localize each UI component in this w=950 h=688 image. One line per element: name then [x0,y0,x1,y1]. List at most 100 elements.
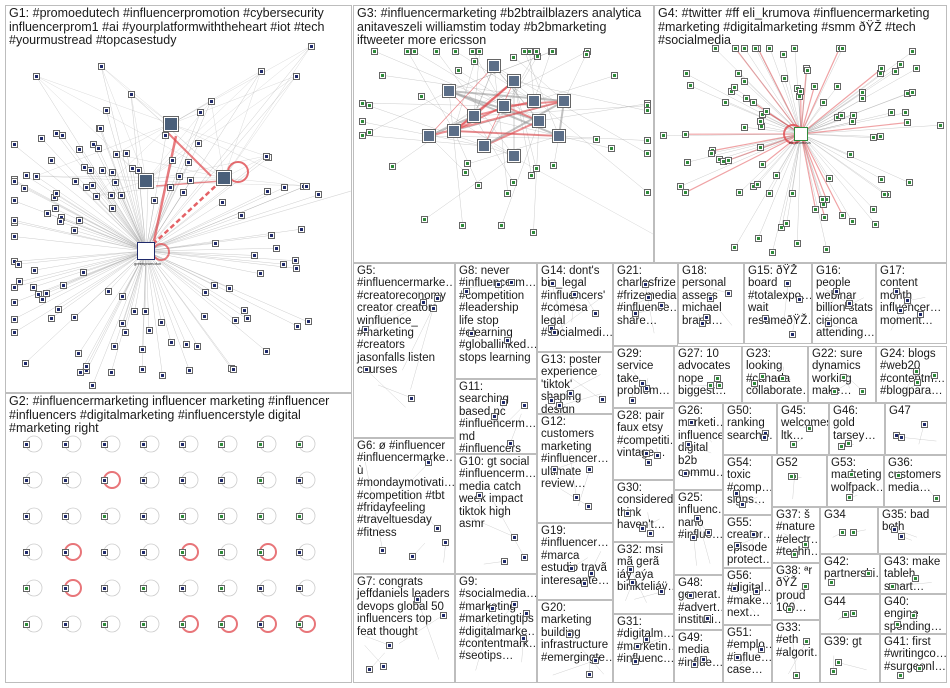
network-node[interactable] [582,50,590,58]
network-node[interactable] [732,44,740,52]
network-node[interactable] [788,190,796,198]
network-node[interactable] [60,281,68,289]
network-node[interactable] [550,328,558,336]
network-node[interactable] [211,239,219,247]
network-node[interactable] [761,433,769,441]
network-node[interactable] [442,539,450,547]
network-node[interactable] [129,164,137,172]
network-node[interactable] [100,476,108,484]
network-node[interactable] [780,75,788,83]
hub-node[interactable] [138,173,154,189]
network-node[interactable] [573,494,581,502]
network-node[interactable] [365,102,373,110]
network-node[interactable] [639,524,647,532]
network-node[interactable] [10,216,18,224]
network-node[interactable] [878,175,886,183]
network-node[interactable] [10,283,18,291]
network-node[interactable] [169,156,177,164]
network-node[interactable] [494,281,502,289]
network-node[interactable] [895,471,903,479]
network-node[interactable] [912,367,920,375]
network-node[interactable] [217,584,225,592]
network-node[interactable] [464,160,472,168]
network-node[interactable] [121,329,129,337]
network-node[interactable] [139,512,147,520]
network-node[interactable] [551,465,559,473]
network-node[interactable] [459,221,467,229]
network-node[interactable] [794,85,802,93]
network-node[interactable] [61,440,69,448]
profile-node[interactable] [477,139,491,153]
network-node[interactable] [358,118,366,126]
network-node[interactable] [403,47,411,55]
network-node[interactable] [81,163,89,171]
network-node[interactable] [21,359,29,367]
network-node[interactable] [185,367,193,375]
network-node[interactable] [716,382,724,389]
network-node[interactable] [581,580,589,588]
network-node[interactable] [838,529,846,537]
network-node[interactable] [75,350,83,358]
network-node[interactable] [846,300,854,308]
network-node[interactable] [641,281,649,289]
network-node[interactable] [175,172,183,180]
network-node[interactable] [587,570,595,578]
network-node[interactable] [896,672,904,680]
network-node[interactable] [292,257,300,265]
network-node[interactable] [138,346,146,354]
hub-node[interactable] [216,170,232,186]
network-node[interactable] [850,609,858,617]
network-node[interactable] [805,424,813,432]
network-node[interactable] [500,398,508,406]
network-node[interactable] [642,636,650,644]
network-node[interactable] [819,196,827,204]
network-node[interactable] [724,289,732,297]
network-node[interactable] [830,387,838,395]
network-node[interactable] [610,72,618,80]
network-node[interactable] [592,656,600,664]
network-node[interactable] [195,140,203,148]
network-node[interactable] [358,131,366,139]
network-node[interactable] [510,600,518,608]
network-node[interactable] [256,584,264,592]
network-node[interactable] [295,440,303,448]
network-node[interactable] [777,224,785,232]
network-node[interactable] [721,98,729,106]
network-node[interactable] [757,117,765,125]
network-node[interactable] [898,532,906,540]
network-node[interactable] [476,491,484,499]
network-node[interactable] [429,305,437,313]
network-node[interactable] [53,190,61,198]
network-node[interactable] [378,71,386,79]
network-node[interactable] [797,88,805,96]
network-node[interactable] [243,315,251,323]
network-node[interactable] [735,69,743,77]
network-node[interactable] [903,119,911,127]
network-node[interactable] [262,152,270,160]
network-node[interactable] [414,595,422,603]
network-node[interactable] [846,493,854,501]
network-node[interactable] [410,47,418,55]
network-node[interactable] [892,432,900,440]
network-node[interactable] [834,658,842,666]
profile-node[interactable] [557,94,571,108]
network-node[interactable] [754,234,762,242]
network-node[interactable] [936,121,944,129]
profile-node[interactable] [422,129,436,143]
network-node[interactable] [837,442,845,450]
network-node[interactable] [592,135,600,143]
network-node[interactable] [111,343,119,351]
network-node[interactable] [890,525,898,533]
network-node[interactable] [631,310,639,318]
network-node[interactable] [117,191,125,199]
network-node[interactable] [109,205,117,213]
network-node[interactable] [790,440,798,448]
network-node[interactable] [295,512,303,520]
network-node[interactable] [108,192,116,200]
network-node[interactable] [162,132,170,140]
network-node[interactable] [682,70,690,78]
profile-node[interactable] [552,129,566,143]
network-node[interactable] [52,205,60,213]
network-node[interactable] [699,656,707,664]
network-node[interactable] [10,233,18,241]
